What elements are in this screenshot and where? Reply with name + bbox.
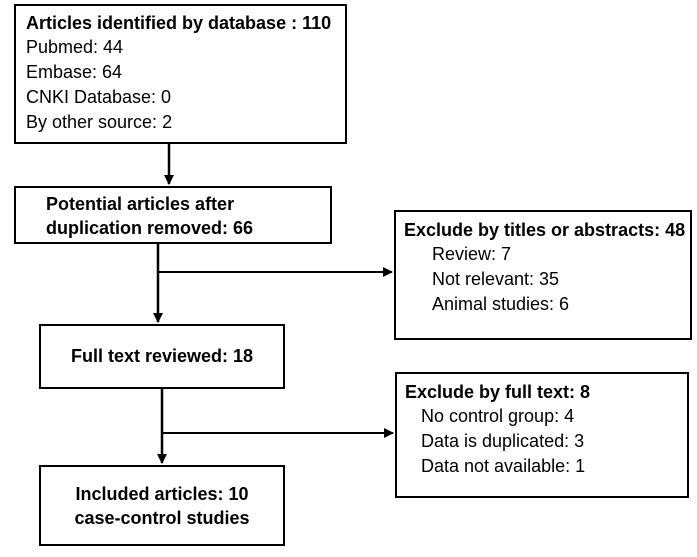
exclude-titles-title: Exclude by titles or abstracts: 48: [404, 220, 686, 240]
exclude-fulltext-no-control: No control group: 4: [421, 406, 575, 426]
fulltext-box: Full text reviewed: 18: [39, 324, 285, 389]
exclude-fulltext-title: Exclude by full text: 8: [405, 382, 591, 402]
potential-line1: Potential articles after: [46, 194, 235, 214]
exclude-titles-animal: Animal studies: 6: [432, 294, 570, 314]
identified-other: By other source: 2: [26, 112, 173, 132]
identified-pubmed: Pubmed: 44: [26, 37, 124, 57]
included-line1: Included articles: 10: [75, 483, 249, 504]
identified-embase: Embase: 64: [26, 62, 123, 82]
exclude-titles-review: Review: 7: [432, 244, 512, 264]
exclude-titles-not-relevant: Not relevant: 35: [432, 269, 560, 289]
fulltext-title: Full text reviewed: 18: [70, 346, 254, 366]
identified-box: Articles identified by database : 110 Pu…: [14, 4, 347, 144]
exclude-fulltext-box: Exclude by full text: 8 No control group…: [395, 372, 689, 498]
identified-cnki: CNKI Database: 0: [26, 87, 172, 107]
potential-box: Potential articles after duplication rem…: [14, 186, 332, 244]
exclude-fulltext-not-available: Data not available: 1: [421, 456, 586, 476]
exclude-titles-box: Exclude by titles or abstracts: 48 Revie…: [394, 210, 692, 340]
exclude-fulltext-duplicated: Data is duplicated: 3: [421, 431, 585, 451]
identified-title: Articles identified by database : 110: [26, 13, 332, 33]
potential-line2: duplication removed: 66: [46, 218, 254, 238]
included-line2: case-control studies: [74, 507, 250, 528]
included-box: Included articles: 10 case-control studi…: [39, 465, 285, 546]
